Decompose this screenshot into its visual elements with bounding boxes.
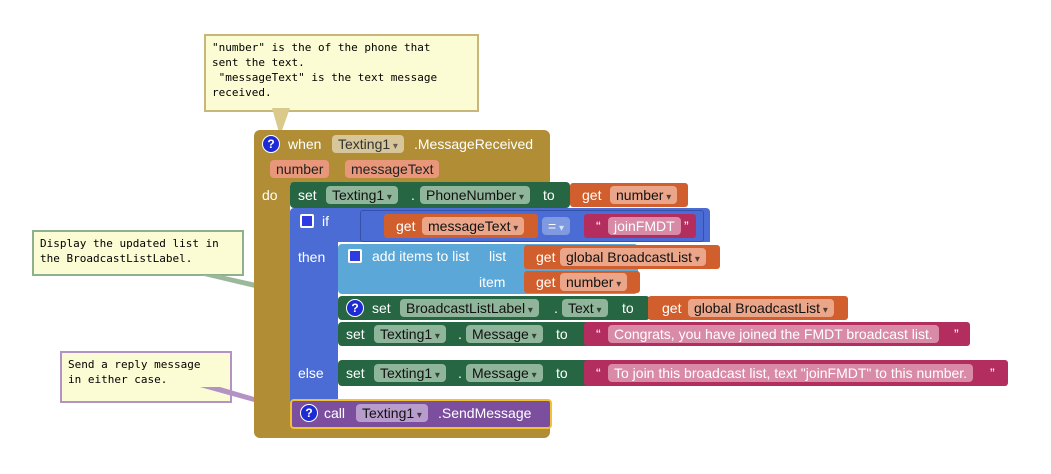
component-dropdown[interactable]: Texting1: [356, 404, 428, 422]
get-keyword: get: [582, 187, 602, 203]
event-do-label: do: [262, 187, 278, 203]
comment-message-received[interactable]: "number" is the of the phone that sent t…: [204, 34, 479, 112]
component-dropdown[interactable]: Texting1: [374, 325, 446, 343]
else-keyword: else: [298, 365, 324, 381]
set-keyword: set: [346, 365, 365, 381]
quote-open-icon: “: [596, 365, 601, 381]
to-keyword: to: [556, 326, 568, 342]
mutator-gear-icon[interactable]: [300, 214, 314, 228]
get-keyword: get: [662, 300, 682, 316]
help-icon[interactable]: ?: [262, 135, 280, 153]
variable-dropdown[interactable]: number: [560, 273, 628, 291]
to-keyword: to: [556, 365, 568, 381]
event-name-label: .MessageReceived: [414, 136, 534, 152]
set-keyword: set: [372, 300, 391, 316]
add-items-label: add items to list: [372, 248, 470, 264]
quote-close-icon: ”: [990, 365, 995, 381]
get-keyword: get: [536, 274, 556, 290]
variable-dropdown[interactable]: messageText: [422, 217, 525, 235]
then-keyword: then: [298, 249, 326, 265]
if-block-bottom: [290, 350, 338, 404]
call-keyword: call: [324, 405, 346, 421]
event-when-label: when: [288, 136, 322, 152]
variable-dropdown[interactable]: global BroadcastList: [560, 248, 706, 266]
method-name-label: .SendMessage: [438, 405, 532, 421]
item-socket-label: item: [479, 274, 506, 290]
event-param-number[interactable]: number: [270, 160, 330, 178]
comment-display-list[interactable]: Display the updated list in the Broadcas…: [32, 230, 244, 276]
quote-open-icon: “: [596, 326, 601, 342]
property-dropdown[interactable]: Text: [562, 299, 608, 317]
property-dropdown[interactable]: PhoneNumber: [420, 186, 531, 204]
to-keyword: to: [622, 300, 634, 316]
if-keyword: if: [322, 213, 329, 229]
get-keyword: get: [396, 218, 416, 234]
set-keyword: set: [346, 326, 365, 342]
text-value[interactable]: Congrats, you have joined the FMDT broad…: [608, 325, 939, 343]
to-keyword: to: [543, 187, 555, 203]
list-socket-label: list: [489, 248, 507, 264]
help-icon[interactable]: ?: [346, 299, 364, 317]
get-keyword: get: [536, 249, 556, 265]
property-dropdown[interactable]: Message: [466, 325, 543, 343]
component-dropdown[interactable]: Texting1: [326, 186, 398, 204]
quote-close-icon: ”: [684, 218, 689, 234]
dot-label: .: [411, 187, 415, 203]
comment-pointer: [272, 108, 290, 136]
variable-dropdown[interactable]: global BroadcastList: [688, 299, 834, 317]
event-block-body: [254, 184, 290, 420]
dot-label: .: [554, 300, 558, 316]
help-icon[interactable]: ?: [300, 404, 318, 422]
mutator-gear-icon[interactable]: [348, 249, 362, 263]
component-dropdown[interactable]: Texting1: [374, 364, 446, 382]
comment-send-reply[interactable]: Send a reply message in either case.: [60, 351, 232, 403]
text-value[interactable]: joinFMDT: [608, 217, 681, 235]
dot-label: .: [458, 326, 462, 342]
set-keyword: set: [298, 187, 317, 203]
dot-label: .: [458, 365, 462, 381]
event-component-dropdown[interactable]: Texting1: [332, 135, 404, 153]
text-value[interactable]: To join this broadcast list, text "joinF…: [608, 364, 974, 382]
event-param-messagetext[interactable]: messageText: [345, 160, 440, 178]
property-dropdown[interactable]: Message: [466, 364, 543, 382]
quote-open-icon: “: [596, 218, 601, 234]
component-dropdown[interactable]: BroadcastListLabel: [400, 299, 539, 317]
variable-dropdown[interactable]: number: [610, 186, 678, 204]
operator-dropdown[interactable]: =: [542, 217, 570, 235]
quote-close-icon: ”: [954, 326, 959, 342]
